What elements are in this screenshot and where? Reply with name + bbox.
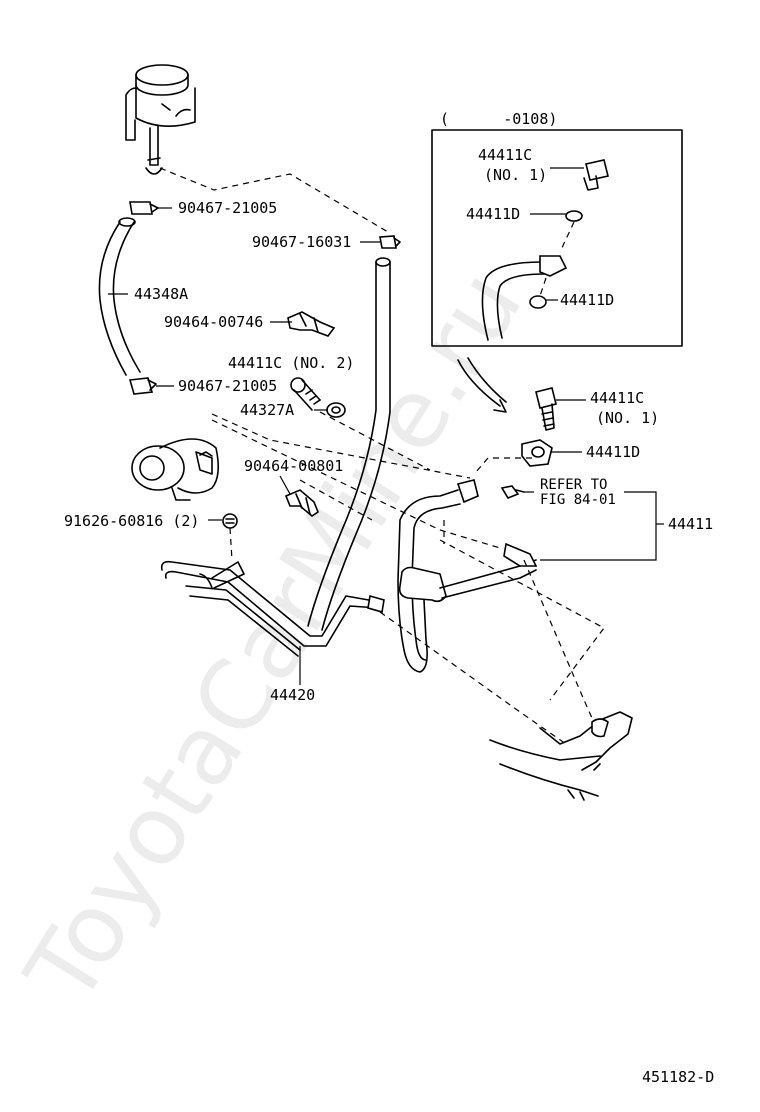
hose-44348A — [98, 217, 141, 376]
banjo-44411D — [521, 439, 553, 467]
label-90467-21005-mid: 90467-21005 — [178, 377, 277, 395]
pump-assembly — [131, 438, 220, 501]
gasket-44327A — [326, 402, 346, 418]
union-bolt-44411C-no2 — [290, 377, 321, 411]
pressure-hose-44411 — [397, 479, 538, 673]
label-refer-to: REFER TO — [540, 477, 607, 493]
label-90467-16031: 90467-16031 — [252, 233, 351, 251]
bolt-91626-60816 — [222, 513, 238, 529]
clamp-90467-21005-top — [129, 201, 159, 215]
inset-title: ( -0108) — [440, 110, 557, 128]
label-44348A: 44348A — [134, 285, 188, 303]
inset-label-44411D-a: 44411D — [466, 205, 520, 223]
inset-hose — [481, 255, 568, 341]
label-44411: 44411 — [668, 515, 713, 533]
figure-code: 451182-D — [642, 1068, 714, 1086]
clip-90467-16031 — [379, 235, 401, 249]
label-44327A: 44327A — [240, 401, 294, 419]
union-bolt-44411C-no1 — [535, 387, 557, 431]
label-44411C-no2: 44411C (NO. 2) — [228, 354, 354, 372]
label-44411C-no1: 44411C — [590, 389, 644, 407]
steering-gear — [489, 711, 633, 801]
inset-arrow — [457, 357, 507, 413]
label-90464-00746: 90464-00746 — [164, 313, 263, 331]
label-44411D: 44411D — [586, 443, 640, 461]
inset-gasket-b — [529, 295, 547, 309]
label-91626-60816: 91626-60816 (2) — [64, 512, 199, 530]
inset-label-44411D-b: 44411D — [560, 291, 614, 309]
clamp-90464-00746 — [287, 311, 336, 337]
reservoir-tank — [125, 64, 196, 175]
inset-gasket-a — [565, 210, 583, 222]
inset-label-44411C-no1: (NO. 1) — [484, 166, 547, 184]
dashed-guides — [159, 167, 605, 745]
inset-dashed-guide — [539, 221, 575, 297]
label-leaders — [108, 167, 664, 685]
label-44411C-no1-sub: (NO. 1) — [596, 409, 659, 427]
label-90464-00801: 90464-00801 — [244, 457, 343, 475]
clamp-90467-21005-mid — [128, 377, 157, 395]
return-hose — [307, 257, 391, 631]
label-refer-fig: FIG 84-01 — [540, 492, 616, 508]
label-90467-21005-top: 90467-21005 — [178, 199, 277, 217]
fitting-refer — [500, 485, 525, 499]
inset-union-bolt — [583, 159, 609, 191]
pressure-tube-44420 — [160, 560, 385, 657]
inset-box — [431, 129, 683, 347]
inset-label-44411C: 44411C — [478, 146, 532, 164]
clip-90464-00801 — [284, 489, 319, 517]
label-44420: 44420 — [270, 686, 315, 704]
